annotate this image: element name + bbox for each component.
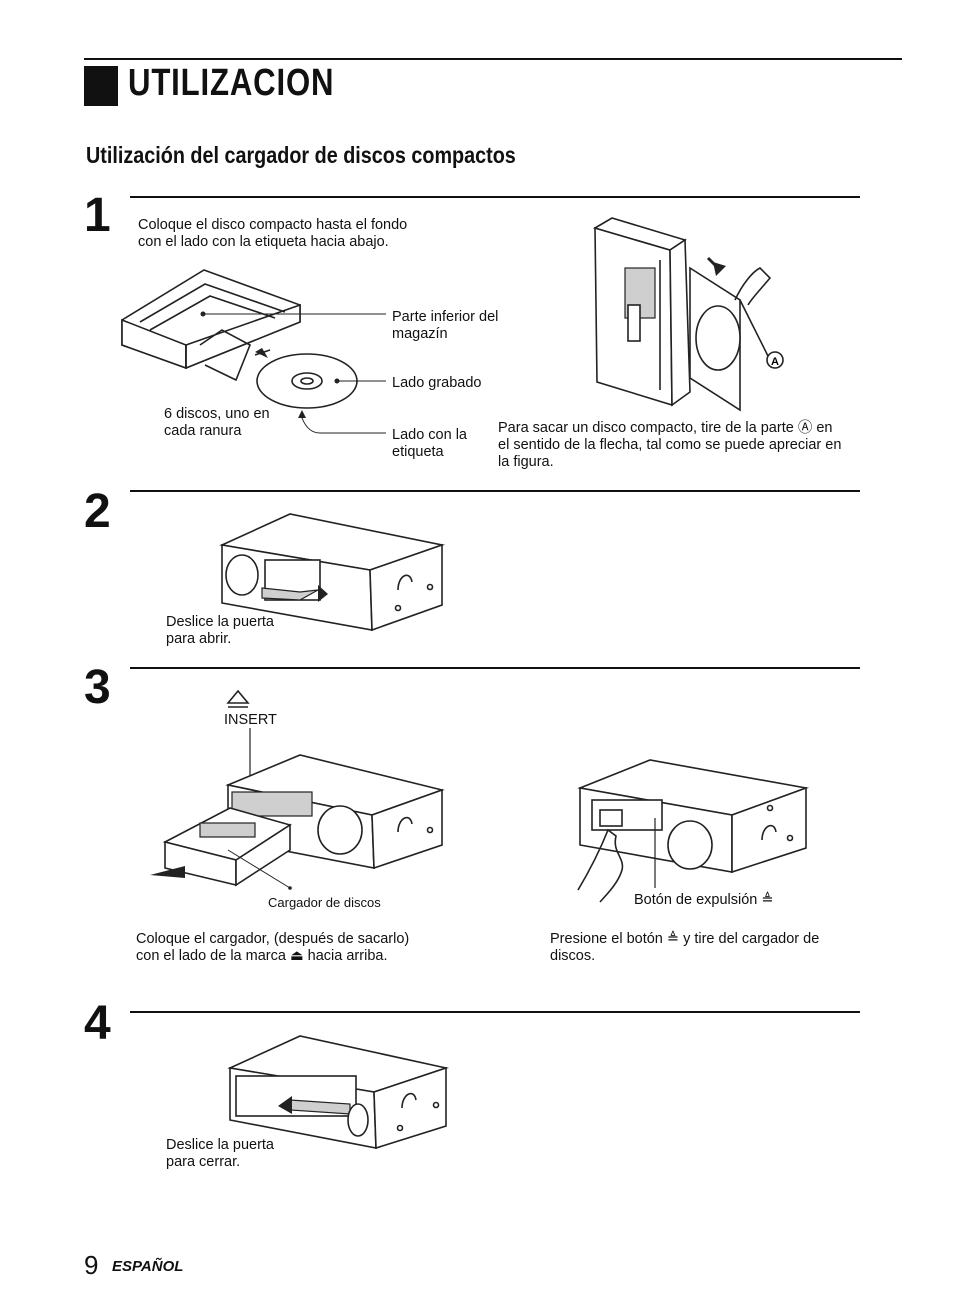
step-4-rule [130, 1011, 860, 1013]
step-2-rule [130, 490, 860, 492]
eject-button-label: Botón de expulsión ≜ [634, 892, 774, 908]
step-2-number: 2 [84, 485, 111, 538]
magazine-label: Cargador de discos [268, 895, 381, 910]
step-1-number: 1 [84, 189, 111, 242]
step-3-rule [130, 667, 860, 669]
step-3-text-left: Coloque el cargador, (después de sacarlo… [136, 931, 410, 964]
label-recorded-side: Lado grabado [392, 375, 482, 391]
page-title: UTILIZACION [128, 62, 335, 104]
label-label-side: Lado con la etiqueta [392, 427, 467, 460]
step-3-text-right: Presione el botón ≜ y tire del cargador … [550, 931, 820, 964]
step-1-note: Para sacar un disco compacto, tire de la… [498, 420, 842, 470]
language-label: ESPAÑOL [112, 1258, 184, 1275]
page-number: 9 [84, 1250, 99, 1280]
insert-label: INSERT [224, 712, 277, 728]
step-4-text: Deslice la puerta para cerrar. [166, 1137, 274, 1170]
step-1-text: Coloque el disco compacto hasta el fondo… [138, 217, 408, 250]
label-six-discs: 6 discos, uno en cada ranura [164, 406, 270, 439]
title-block-marker [84, 66, 118, 106]
step-4-number: 4 [84, 997, 111, 1050]
top-rule [84, 58, 902, 60]
label-magazine-bottom: Parte inferior del magazín [392, 309, 499, 342]
step-3-number: 3 [84, 661, 111, 714]
step-1-rule [130, 196, 860, 198]
section-subtitle: Utilización del cargador de discos compa… [86, 142, 516, 168]
step-2-text: Deslice la puerta para abrir. [166, 614, 274, 647]
marker-a-label: A [771, 356, 779, 368]
